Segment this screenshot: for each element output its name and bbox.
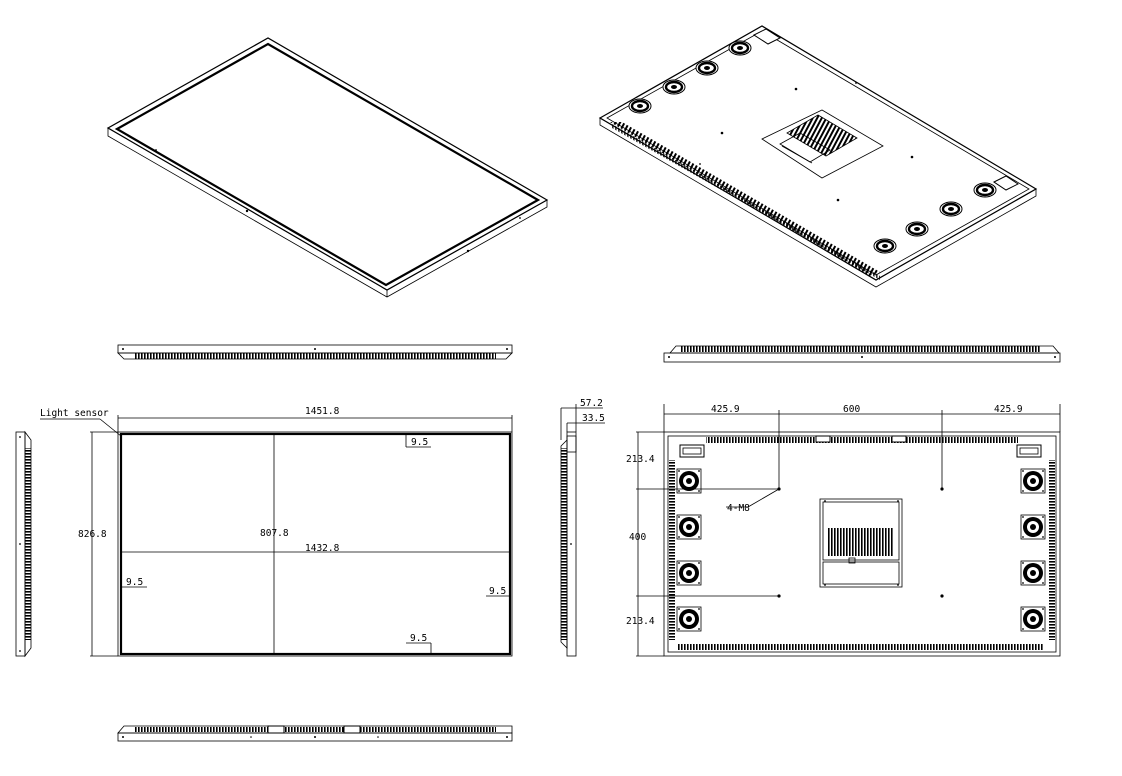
- fan-icon: [904, 220, 930, 238]
- side-view-right: 57.2 33.5: [560, 398, 605, 657]
- bezel-left-label: 9.5: [126, 577, 143, 588]
- fan-icon: [676, 560, 702, 586]
- bezel-bottom-label: 9.5: [410, 633, 427, 644]
- vent-grille-icon: [828, 528, 894, 556]
- mount-label: 4-M8: [727, 503, 750, 514]
- back-mid-label: 400: [629, 532, 646, 543]
- fan-icon: [872, 237, 898, 255]
- mount-hole-icon: [940, 594, 944, 598]
- active-width-label: 1432.8: [305, 543, 340, 554]
- bezel-top-label: 9.5: [411, 437, 428, 448]
- bezel-right-label: 9.5: [489, 586, 506, 597]
- fan-icon: [1020, 606, 1046, 632]
- side-depth-inner-label: 33.5: [582, 413, 605, 424]
- top-edge-view-left: [117, 344, 513, 360]
- side-view-left: [15, 430, 32, 658]
- fan-icon: [661, 78, 687, 96]
- fan-icon: [1020, 560, 1046, 586]
- back-right-label: 425.9: [994, 404, 1023, 415]
- fan-icon: [1020, 468, 1046, 494]
- vent-grille-icon: [610, 122, 880, 276]
- fan-icon: [676, 514, 702, 540]
- iso-front-view: [106, 37, 549, 298]
- light-sensor-label: Light sensor: [40, 408, 109, 419]
- bottom-edge-view: [117, 725, 513, 742]
- vent-grille-icon: [678, 644, 1044, 650]
- back-bottom-label: 213.4: [626, 616, 655, 627]
- back-top-label: 213.4: [626, 454, 655, 465]
- fan-icon: [972, 181, 998, 199]
- top-edge-view-right: [663, 345, 1061, 363]
- active-height-label: 807.8: [260, 528, 289, 539]
- front-height-label: 826.8: [78, 529, 107, 540]
- fan-icon: [1020, 514, 1046, 540]
- fan-icon: [676, 606, 702, 632]
- vent-grille-icon: [1049, 460, 1055, 640]
- back-left-label: 425.9: [711, 404, 740, 415]
- side-depth-label: 57.2: [580, 398, 603, 409]
- front-width-label: 1451.8: [305, 406, 340, 417]
- iso-back-view: [598, 25, 1038, 288]
- vent-grille-icon: [706, 437, 1018, 443]
- vent-grille-icon: [669, 460, 675, 640]
- fan-icon: [727, 39, 753, 57]
- fan-icon: [938, 200, 964, 218]
- fan-icon: [627, 97, 653, 115]
- back-center-label: 600: [843, 404, 860, 415]
- front-view: 1451.8 826.8 Light sensor 1432.8 807.8 9…: [40, 406, 513, 657]
- fan-icon: [694, 59, 720, 77]
- back-view: 425.9 600 425.9 213.4 400 213.4 4-M8: [626, 404, 1061, 657]
